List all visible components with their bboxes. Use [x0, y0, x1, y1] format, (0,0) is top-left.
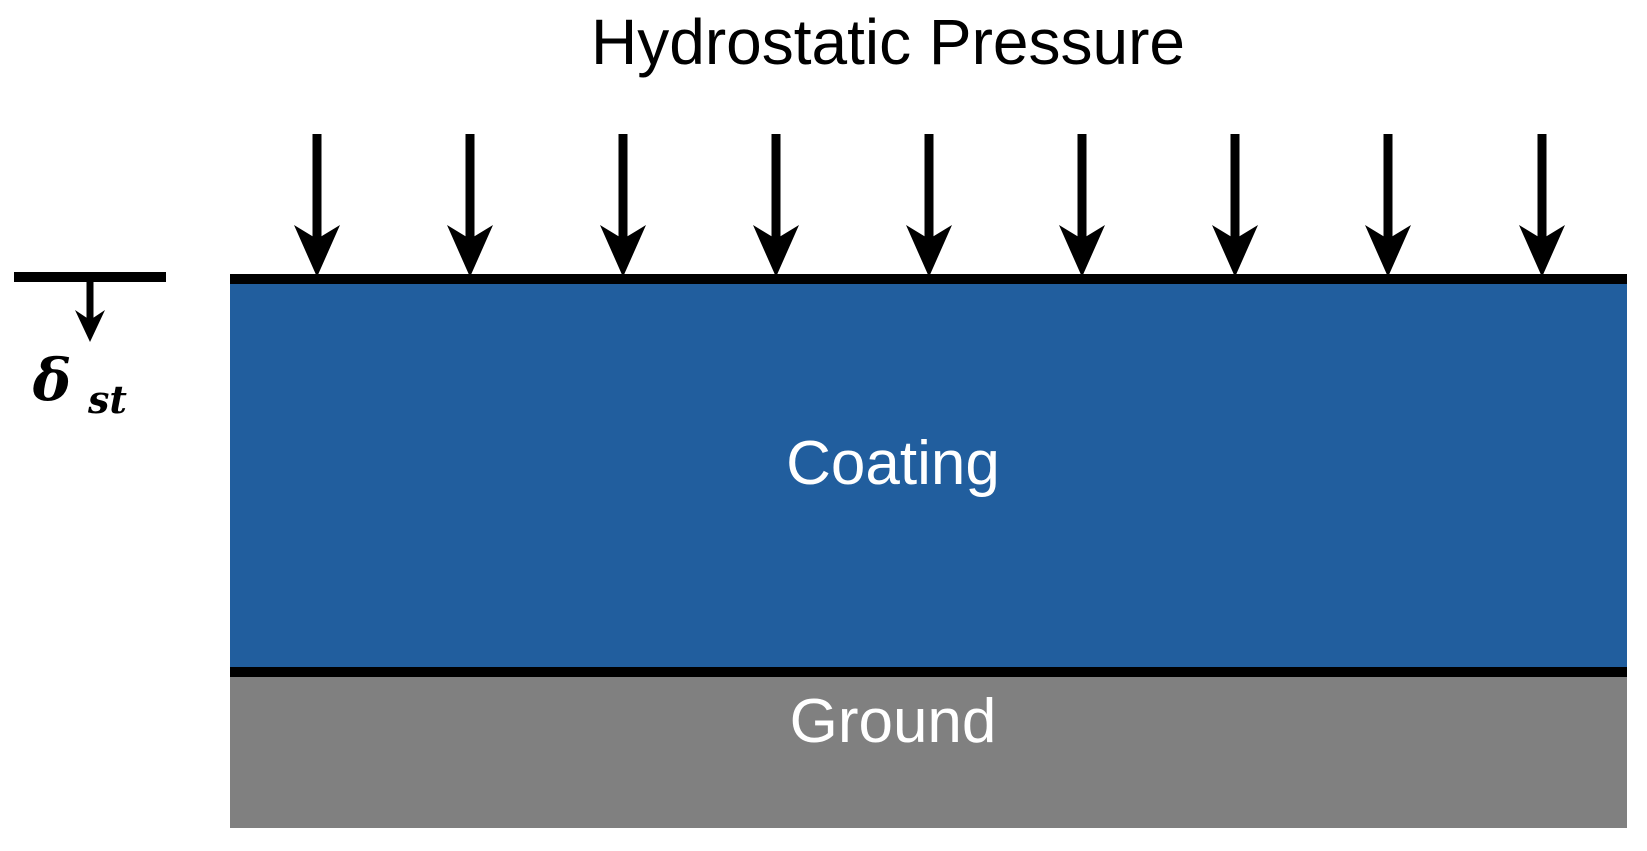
pressure-arrow: [1365, 134, 1411, 277]
deflection-symbol: δ: [32, 346, 72, 414]
arrow-shaft: [1383, 134, 1393, 249]
deflection-subscript: st: [87, 377, 127, 422]
page-title: Hydrostatic Pressure: [591, 6, 1185, 78]
arrow-shaft: [465, 134, 475, 249]
pressure-arrow: [906, 134, 952, 277]
pressure-arrow-group: [294, 134, 1565, 277]
arrow-shaft: [312, 134, 322, 249]
arrow-head: [1212, 225, 1258, 277]
arrow-head: [1059, 225, 1105, 277]
arrow-head: [600, 225, 646, 277]
arrow-shaft: [771, 134, 781, 249]
coating-label: Coating: [786, 429, 1000, 498]
coating-layer: [230, 279, 1627, 672]
arrow-shaft: [1537, 134, 1547, 249]
arrow-shaft: [1230, 134, 1240, 249]
deflection-reference-line: [14, 272, 166, 282]
arrow-head: [753, 225, 799, 277]
coating-top-outline: [230, 274, 1627, 284]
pressure-arrow: [294, 134, 340, 277]
arrow-shaft: [924, 134, 934, 249]
deflection-indicator: δ st: [14, 272, 166, 422]
pressure-arrow: [753, 134, 799, 277]
arrow-head: [447, 225, 493, 277]
arrow-head: [294, 225, 340, 277]
pressure-arrow: [1059, 134, 1105, 277]
arrow-shaft: [1077, 134, 1087, 249]
coating-ground-interface-line: [230, 667, 1627, 677]
pressure-arrow: [600, 134, 646, 277]
pressure-arrow: [447, 134, 493, 277]
arrow-shaft: [618, 134, 628, 249]
arrow-head: [1365, 225, 1411, 277]
pressure-arrow: [1519, 134, 1565, 277]
ground-label: Ground: [790, 687, 997, 756]
pressure-arrow: [1212, 134, 1258, 277]
ground-layer: [230, 672, 1627, 828]
arrow-head: [1519, 225, 1565, 277]
deflection-arrow-head: [75, 310, 105, 342]
arrow-head: [906, 225, 952, 277]
deflection-arrow-shaft: [86, 282, 94, 322]
